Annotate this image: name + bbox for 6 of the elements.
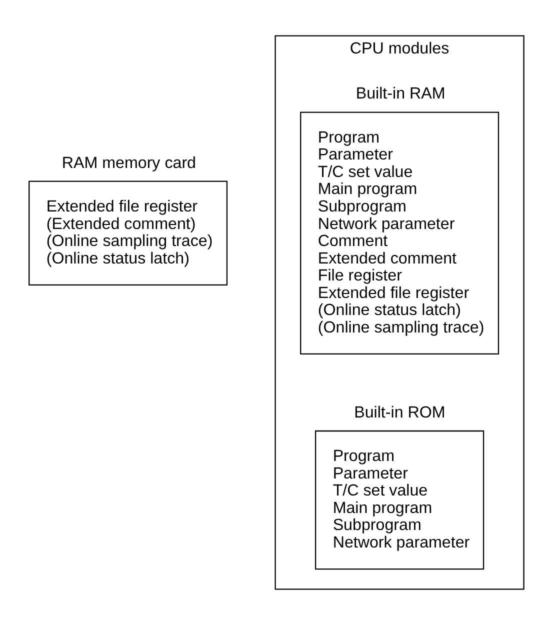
node-box: Program Parameter T/C set value Main program Subprogram Network parameter bbox=[315, 430, 484, 570]
node-box: Extended file register (Extended comment) (Online sampling trace) (Online status latch) bbox=[28, 180, 228, 285]
node-label: RAM memory card bbox=[62, 153, 196, 172]
node-label: Built-in ROM bbox=[354, 402, 446, 421]
node-box: Program Parameter T/C set value Main program Subprogram Network parameter Comment Extended comment File register Extended file register (Online status latch) (Online sampling trace) bbox=[300, 111, 500, 354]
node-label: Built-in RAM bbox=[356, 84, 446, 102]
